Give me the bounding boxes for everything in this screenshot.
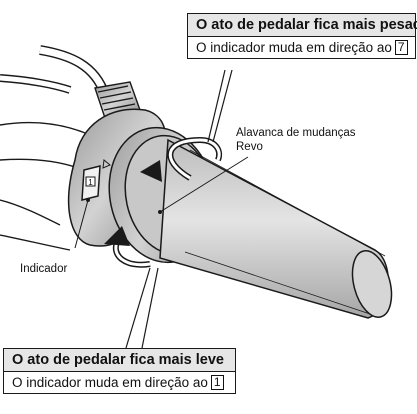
- callout-heavier: O ato de pedalar fica mais pesado O indi…: [187, 13, 417, 59]
- callout-pointers: [125, 69, 233, 349]
- indicator-digit: 1: [88, 178, 93, 187]
- leader-lines: [74, 156, 249, 249]
- handlebar: [0, 121, 91, 251]
- label-revo-lever-line1: Alavanca de mudanças: [236, 127, 356, 139]
- callout-lighter: O ato de pedalar fica mais leve O indica…: [3, 348, 236, 394]
- triangle-marker-icon: [102, 159, 111, 169]
- handlebar-grip: [159, 138, 393, 319]
- arrow-curved-up-icon: [140, 136, 222, 182]
- callout-lighter-title: O ato de pedalar fica mais leve: [4, 349, 235, 372]
- callout-heavier-title: O ato de pedalar fica mais pesado: [188, 14, 417, 37]
- label-revo-lever: Alavanca de mudanças Revo: [236, 126, 356, 154]
- indicator-leader-dot: [86, 198, 90, 202]
- lever-leader-dot: [158, 210, 162, 214]
- callout-heavier-number: 7: [394, 40, 408, 55]
- callout-lighter-number: 1: [210, 375, 224, 390]
- callout-heavier-sentence: O indicador muda em direção ao: [196, 40, 392, 55]
- arrow-curved-down-icon: [104, 226, 151, 268]
- label-indicator: Indicador: [20, 263, 68, 275]
- callout-lighter-sentence: O indicador muda em direção ao: [12, 375, 208, 390]
- shift-cable: [0, 45, 110, 97]
- label-revo-lever-line2: Revo: [236, 141, 263, 153]
